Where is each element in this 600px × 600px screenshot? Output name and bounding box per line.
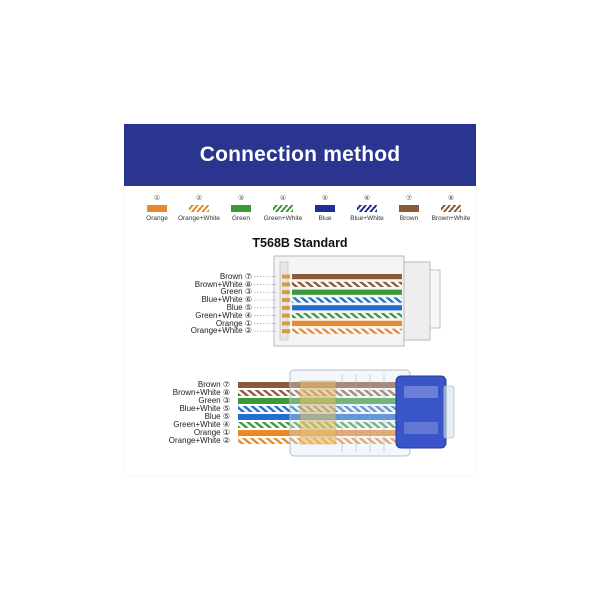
- wire-color-legend: ① Orange ② Orange+White ③ Green ④ Green+White ⑤ B…: [124, 194, 476, 234]
- legend-label: Orange+White: [177, 215, 221, 222]
- wire-label: Blue+White ⑤: [179, 404, 230, 413]
- legend-item: ④ Green+White: [260, 194, 306, 222]
- boot-highlight: [404, 422, 438, 434]
- legend-number: ⑤: [321, 194, 329, 202]
- wire-top-contact: [282, 298, 290, 302]
- wire-top-contact: [282, 290, 290, 295]
- standard-title: T568B Standard: [252, 236, 348, 250]
- wire-top-contact: [282, 321, 290, 326]
- legend-item: ② Orange+White: [176, 194, 222, 222]
- wire-label: Brown+White ⑧: [172, 388, 230, 397]
- wire-label: Green ③: [198, 396, 230, 405]
- plug-contact: [299, 420, 337, 429]
- legend-number: ②: [195, 194, 203, 202]
- wire-label: Brown+White ⑧: [194, 279, 252, 289]
- legend-number: ④: [279, 194, 287, 202]
- wire-label: Brown ⑦: [197, 380, 230, 389]
- wire-label: Orange+White ②: [190, 326, 252, 336]
- wire-label: Orange+White ②: [168, 436, 230, 445]
- wire-top: [292, 328, 402, 334]
- legend-number: ⑧: [447, 194, 455, 202]
- legend-item: ⑥ Blue+White: [344, 194, 390, 222]
- legend-label: Green: [231, 215, 251, 222]
- legend-item: ⑧ Brown+White: [428, 194, 474, 222]
- legend-swatch: [147, 205, 167, 212]
- legend-item: ① Orange: [134, 194, 180, 222]
- plug-contact: [299, 436, 337, 445]
- connector-latch-block: [403, 261, 431, 341]
- wire-label: Green ③: [220, 287, 252, 297]
- plug-contact: [299, 404, 337, 413]
- legend-swatch: [399, 205, 419, 212]
- wire-top-contact: [282, 329, 290, 334]
- boot-highlight: [404, 386, 438, 398]
- legend-swatch: [231, 205, 251, 212]
- legend-label: Green+White: [263, 215, 303, 222]
- wire-label: Brown ⑦: [219, 271, 252, 281]
- legend-swatch: [441, 205, 461, 212]
- wire-top-contact: [282, 305, 290, 310]
- wire-label: Orange ①: [193, 428, 230, 437]
- connector-illustration: [238, 255, 455, 457]
- plug-front-tab: [443, 385, 455, 439]
- plug-contact: [299, 428, 337, 437]
- wire-top-contact: [282, 282, 290, 287]
- wire-label: Blue ⑤: [226, 303, 252, 312]
- wire-label: Green+White ④: [195, 310, 252, 320]
- legend-item: ③ Green: [218, 194, 264, 222]
- legend-item: ⑤ Blue: [302, 194, 348, 222]
- legend-swatch: [315, 205, 335, 212]
- legend-number: ③: [237, 194, 245, 202]
- title-banner: Connection method: [124, 124, 476, 186]
- legend-label: Brown+White: [431, 215, 471, 222]
- wire-top: [292, 305, 402, 311]
- wire-top: [292, 274, 402, 280]
- plug-contact: [299, 388, 337, 397]
- wire-label: Blue ⑤: [204, 412, 230, 421]
- legend-label: Blue: [318, 215, 332, 222]
- wire-label: Orange ①: [215, 318, 252, 328]
- legend-label: Orange: [146, 215, 168, 222]
- wire-top: [292, 313, 402, 319]
- wire-top: [292, 289, 402, 295]
- legend-number: ⑦: [405, 194, 413, 202]
- wire-top: [292, 320, 402, 326]
- legend-number: ①: [153, 194, 161, 202]
- wire-label: Green+White ④: [173, 420, 230, 429]
- wire-top: [292, 281, 402, 287]
- connector-latch: [429, 269, 441, 329]
- legend-swatch: [273, 205, 293, 212]
- wire-top-contact: [282, 313, 290, 318]
- wire-top-contact: [282, 274, 290, 279]
- legend-swatch: [357, 205, 377, 212]
- plug-contact: [299, 412, 337, 421]
- plug-contact: [299, 396, 337, 405]
- wire-top: [292, 297, 402, 303]
- connection-diagram-card: Connection method ① Orange ② Orange+White ③ G…: [124, 124, 476, 476]
- wire-label: Blue+White ⑥: [201, 295, 252, 305]
- legend-swatch: [189, 205, 209, 212]
- plug-contact: [299, 380, 337, 389]
- legend-label: Brown: [399, 215, 419, 222]
- legend-label: Blue+White: [350, 215, 384, 222]
- legend-item: ⑦ Brown: [386, 194, 432, 222]
- legend-number: ⑥: [363, 194, 371, 202]
- page-title: Connection method: [199, 143, 401, 166]
